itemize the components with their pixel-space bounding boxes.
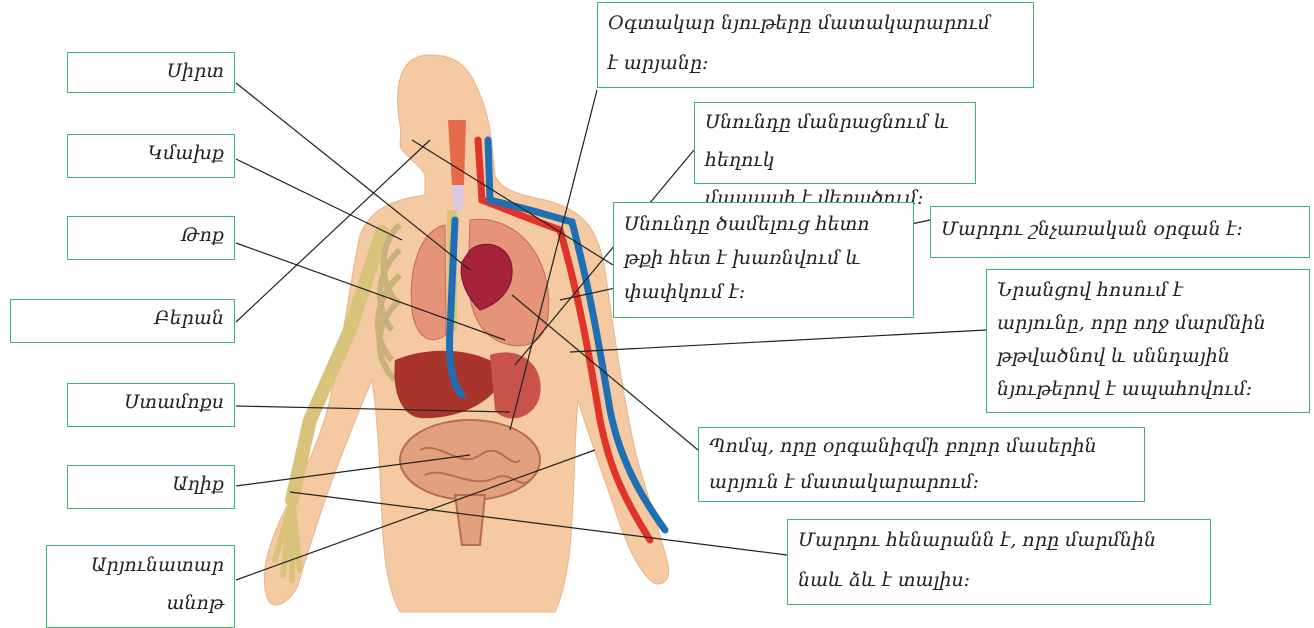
desc-breathing: Մարդու շնչառական օրգան է: (930, 206, 1310, 258)
desc-breathing-text: Մարդու շնչառական օրգան է: (941, 218, 1243, 240)
desc-skeleton-line1: Մարդու հենարանն է, որը մարմնին (798, 520, 1210, 560)
label-mouth-text: Բերան (154, 307, 224, 329)
label-blood-vessel-line2: անոթ (47, 584, 224, 622)
desc-blood-line1: Նրանցով հոսում է (997, 274, 1309, 307)
desc-swallow-line3: փափկում է: (624, 275, 913, 309)
desc-skeleton-line2: նաև ձև է տալիս: (798, 560, 1210, 600)
label-lung: Թոք (67, 216, 235, 260)
label-mouth: Բերան (10, 299, 235, 343)
desc-food-line1: Սնունդը մանրացնում և հեղուկ (705, 103, 975, 179)
label-intestine-text: Աղիք (172, 473, 224, 495)
esophagus (452, 185, 464, 210)
desc-blood-line3: թթվածնով և սննդային (997, 340, 1309, 373)
desc-swallow: Սնունդը ծամելուց հետո թքի հետ է խառնվում… (613, 202, 914, 318)
label-lung-text: Թոք (181, 224, 224, 246)
desc-blood-line2: արյունը, որը ողջ մարմնին (997, 307, 1309, 340)
desc-oxygen-line1: Օգտակար նյութերը մատակարարում (608, 3, 1033, 43)
desc-swallow-line1: Սնունդը ծամելուց հետո (624, 207, 913, 241)
label-pharynx-text: Կմախք (148, 142, 224, 164)
line-blood (570, 330, 986, 352)
desc-blood-flow: Նրանցով հոսում է արյունը, որը ողջ մարմնի… (986, 269, 1310, 413)
label-stomach-text: Ստամոքս (124, 391, 224, 413)
label-heart: Սիրտ (67, 52, 235, 93)
desc-oxygen-line2: է արյանը: (608, 43, 1033, 83)
label-blood-vessel-line1: Արյունատար (47, 546, 224, 584)
label-intestine: Աղիք (67, 465, 235, 509)
label-heart-text: Սիրտ (167, 60, 224, 82)
label-blood-vessel: Արյունատար անոթ (46, 545, 235, 628)
label-stomach: Ստամոքս (67, 383, 235, 427)
desc-heart-pump: Պոմպ, որը օրգանիզմի բոլոր մասերին արյուն… (698, 427, 1145, 502)
line-pharynx (236, 159, 402, 240)
body-illustration (264, 55, 668, 612)
desc-pump-line2: արյուն է մատակարարում: (709, 464, 1144, 500)
desc-food-processing: Սնունդը մանրացնում և հեղուկ մասսայի է վե… (694, 102, 976, 184)
desc-blood-line4: նյութերով է ապահովում: (997, 373, 1309, 406)
label-pharynx: Կմախք (67, 134, 235, 178)
desc-pump-line1: Պոմպ, որը օրգանիզմի բոլոր մասերին (709, 428, 1144, 464)
desc-swallow-line2: թքի հետ է խառնվում և (624, 241, 913, 275)
desc-oxygen: Օգտակար նյութերը մատակարարում է արյանը: (597, 2, 1034, 88)
desc-skeleton: Մարդու հենարանն է, որը մարմնին նաև ձև է … (787, 519, 1211, 605)
